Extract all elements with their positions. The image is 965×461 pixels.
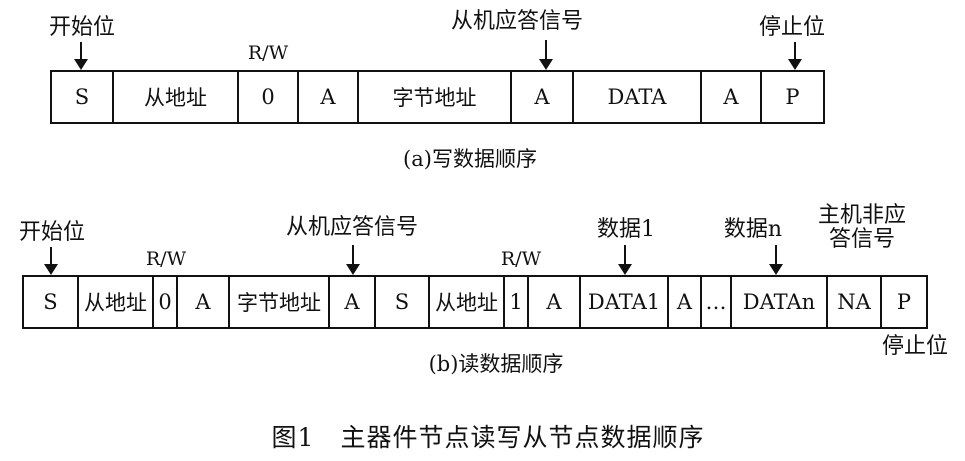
figure-title: 图1 主器件节点读写从节点数据顺序 [271, 423, 705, 452]
arrow-data1 [618, 245, 632, 275]
cell-nack: NA [828, 277, 882, 327]
cell-rw: 0 [154, 277, 178, 327]
cell-stop: P [896, 290, 912, 314]
cell-repeated-start: S [376, 277, 430, 327]
cell-ack: A [512, 72, 574, 122]
write-sequence-frame: S 从地址 0 A 字节地址 A DATA A P [50, 70, 825, 124]
cell-ack: A [702, 72, 762, 122]
cell-ack: A [330, 277, 376, 327]
read-sequence-frame: S 从地址 0 A 字节地址 A S 从地址 1 A DATA1 A … DAT… [22, 275, 928, 329]
arrow-slave-ack [539, 40, 553, 70]
label-start-bit: 开始位 [48, 15, 116, 40]
arrow-start-bit [74, 42, 88, 70]
label-slave-ack: 从机应答信号 [285, 215, 419, 240]
label-stop-bit: 停止位 [881, 334, 949, 359]
cell-byte-address: 字节地址 [230, 277, 330, 327]
cell-data1: DATA1 [581, 277, 669, 327]
cell-datan: DATAn [732, 277, 828, 327]
cell-ack: A [669, 277, 702, 327]
cell-start: S [52, 72, 114, 122]
arrow-start-bit [44, 247, 58, 275]
label-stop-bit: 停止位 [758, 15, 826, 40]
cell-ellipsis: … [702, 277, 732, 327]
cell-rw: 0 [239, 72, 299, 122]
arrow-datan [769, 245, 783, 275]
cell-ack: A [529, 277, 581, 327]
cell-slave-address: 从地址 [79, 277, 154, 327]
cell-byte-address: 字节地址 [359, 72, 512, 122]
label-rw-read: R/W [500, 248, 542, 270]
arrow-slave-ack [346, 245, 360, 275]
cell-ack: A [299, 72, 359, 122]
label-master-nack: 主机非应 答信号 [817, 203, 907, 253]
cell-slave-address: 从地址 [114, 72, 239, 122]
cell-slave-address: 从地址 [430, 277, 505, 327]
arrow-stop-bit [788, 42, 802, 70]
cell-stop: P [785, 85, 800, 109]
label-rw: R/W [247, 42, 289, 64]
label-rw-write: R/W [145, 248, 187, 270]
label-slave-ack: 从机应答信号 [450, 9, 584, 34]
cell-data: DATA [574, 72, 702, 122]
caption-write-sequence: (a)写数据顺序 [403, 147, 537, 171]
label-start-bit: 开始位 [18, 220, 86, 245]
label-data1: 数据1 [597, 217, 655, 242]
caption-read-sequence: (b)读数据顺序 [428, 352, 564, 376]
cell-rw: 1 [505, 277, 529, 327]
label-datan: 数据n [723, 217, 783, 242]
cell-start: S [24, 277, 79, 327]
cell-ack: A [178, 277, 230, 327]
